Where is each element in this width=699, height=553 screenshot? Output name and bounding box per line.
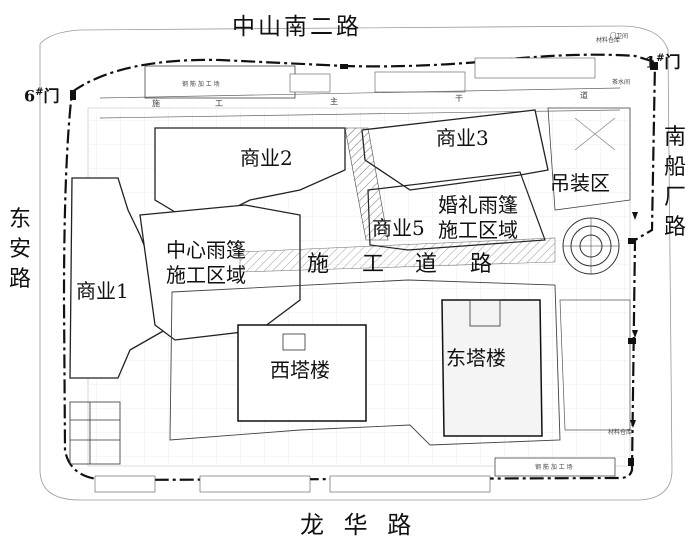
tea-room-label: 茶水间 <box>612 79 631 86</box>
main-road-char: 施 <box>152 99 160 108</box>
construction-road-char: 施 <box>307 252 330 277</box>
west-tower-label: 西塔楼 <box>270 358 330 382</box>
gate-east-3-marker <box>628 338 636 344</box>
construction-road-band <box>239 237 556 273</box>
construction-road-char: 工 <box>362 252 385 277</box>
hoisting-zone-label: 吊装区 <box>550 171 610 195</box>
main-road-char: 工 <box>215 99 223 108</box>
east-arrows <box>630 212 638 428</box>
gate-1-marker <box>650 62 658 70</box>
warehouse-top-label: 材料仓库 <box>596 37 621 44</box>
gate-1-number: 1 <box>645 52 657 72</box>
outer-road-edge <box>39 25 673 501</box>
main-road-char: 干 <box>455 94 463 103</box>
commercial-5-outline <box>367 171 546 251</box>
west-tower-outline <box>237 324 367 422</box>
main-road-char: 道 <box>580 91 588 100</box>
gate-6-number: 6 <box>24 86 36 106</box>
circular-tank <box>562 217 620 275</box>
wedding-canopy-line-1: 婚礼雨篷 <box>438 193 518 217</box>
gate-north-marker <box>340 64 348 69</box>
road-west-char: 路 <box>8 267 31 292</box>
central-canopy-outline <box>139 204 301 341</box>
road-south-label: 龙 华 路 <box>300 511 418 539</box>
commercial-1-label: 商业1 <box>76 279 129 303</box>
commercial-5-label: 商业5 <box>372 216 425 240</box>
central-canopy-zone-label: 中心雨篷 施工区域 <box>166 238 246 288</box>
gate-6-label: 6#门 <box>24 88 60 104</box>
rebar-shed-north-label: 钢 筋 加 工 场 <box>182 81 220 88</box>
commercial-2-outline <box>154 127 346 213</box>
rebar-shed-south-label: 钢 筋 加 工 场 <box>535 464 573 471</box>
gate-1-label: 1#门 <box>645 54 681 70</box>
podium-outline <box>169 279 561 446</box>
gate-6-marker <box>70 90 76 100</box>
east-tower-core <box>469 299 501 327</box>
warehouse-side-label: 材料仓库 <box>608 429 633 436</box>
gate-6-sup: # <box>35 87 44 98</box>
gate-east-4-marker <box>628 458 634 466</box>
east-tower-outline <box>441 299 543 437</box>
central-canopy-line-1: 中心雨篷 <box>166 238 246 262</box>
gate-1-unit: 门 <box>664 52 681 72</box>
road-west-label: 东 安 路 <box>8 205 32 295</box>
east-tower-label: 东塔楼 <box>446 346 506 370</box>
central-canopy-line-2: 施工区域 <box>166 263 246 287</box>
road-north-label: 中山南二路 <box>232 14 362 40</box>
wedding-canopy-line-2: 施工区域 <box>438 218 518 242</box>
main-road-char: 主 <box>330 97 338 106</box>
road-east-label: 南 船 厂 路 <box>663 123 687 243</box>
diagonal-road <box>344 127 389 241</box>
main-road-line-top <box>99 87 621 99</box>
west-tower-core <box>282 333 306 351</box>
site-boundary <box>62 53 657 482</box>
hoisting-area-outline <box>547 107 631 211</box>
rebar-shed-south <box>494 457 616 477</box>
road-east-char: 路 <box>663 215 686 240</box>
south-offices <box>94 475 491 493</box>
construction-road-char: 道 <box>415 252 438 277</box>
road-west-char: 东 <box>8 207 31 232</box>
road-east-char: 厂 <box>663 185 686 210</box>
gate-1-sup: # <box>656 53 665 64</box>
road-east-char: 南 <box>663 125 686 150</box>
road-east-char: 船 <box>663 155 686 180</box>
gate-6-unit: 门 <box>43 86 60 106</box>
wedding-canopy-zone-label: 婚礼雨篷 施工区域 <box>438 193 518 243</box>
commercial-3-label: 商业3 <box>436 126 489 150</box>
gate-east-2-marker <box>628 238 636 244</box>
rebar-shed-north <box>144 65 296 99</box>
road-west-char: 安 <box>8 237 31 262</box>
construction-road-char: 路 <box>470 252 493 277</box>
north-offices <box>289 57 596 93</box>
gate-house-top-label: 门卫间 <box>610 33 629 40</box>
east-wing-outline <box>559 299 631 431</box>
commercial-1-rooms <box>69 401 121 465</box>
commercial-2-label: 商业2 <box>240 146 293 170</box>
hoisting-cross-2 <box>574 117 616 151</box>
